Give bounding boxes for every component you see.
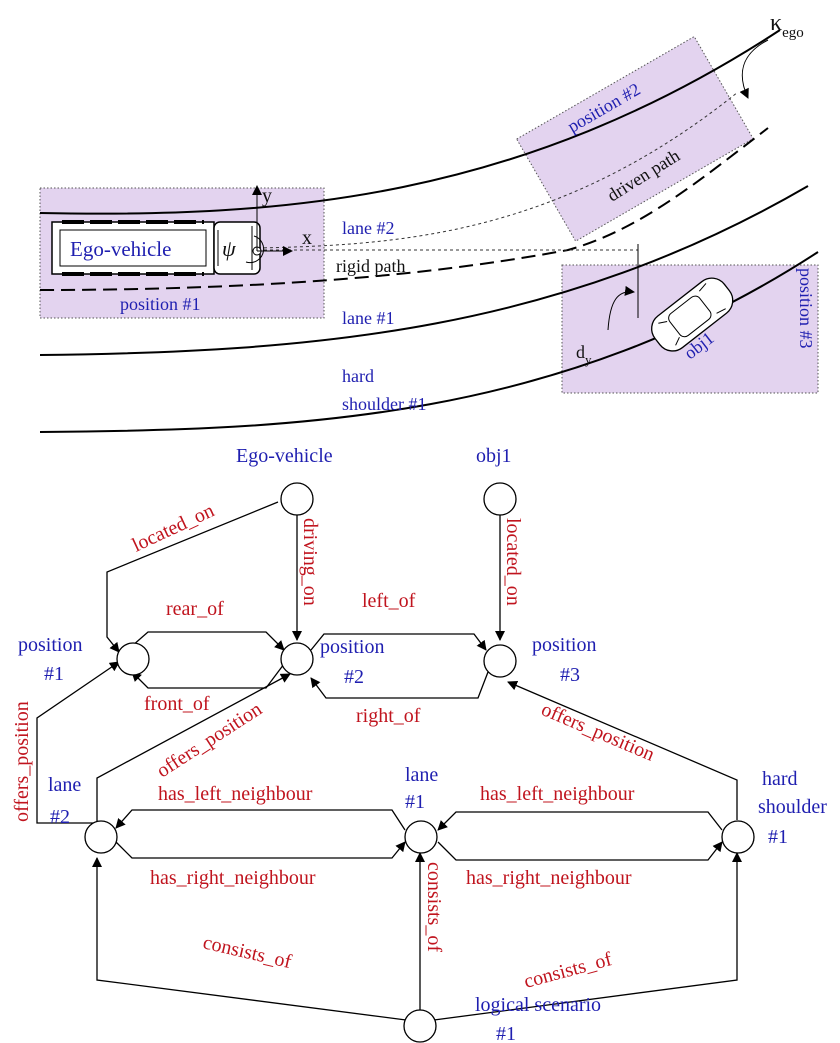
axis-x-label: x: [302, 227, 312, 249]
ego-vehicle-shape: [51, 220, 261, 276]
label-lane-1b: #1: [405, 791, 425, 813]
label-consists-of-l2: consists_of: [201, 931, 294, 973]
label-has-left-neighbour-2: has_left_neighbour: [480, 783, 635, 805]
edge-has-left-neighbour-2: [437, 811, 723, 831]
edge-front-of: [131, 663, 285, 689]
edge-rear-of: [131, 631, 285, 651]
label-hard-shoulder-c: #1: [768, 826, 788, 848]
edge-offers-position-to-p2: [96, 673, 291, 826]
position-2-region: [515, 35, 754, 242]
edge-offers-position-l2: [36, 661, 120, 824]
label-offers-position-l2: offers_position: [11, 701, 33, 822]
label-position-2b: #2: [344, 666, 364, 688]
dy-arrow: [607, 285, 635, 331]
kappa-label: κego: [770, 10, 804, 41]
label-lane-1a: lane: [405, 764, 438, 786]
label-located-on-obj: located_on: [502, 518, 524, 606]
node-lane-2: [84, 820, 118, 854]
label-has-right-neighbour-2: has_right_neighbour: [466, 867, 632, 889]
label-lane-2b: #2: [50, 806, 70, 828]
psi-label: ψ: [222, 236, 236, 261]
label-rear-of: rear_of: [166, 598, 224, 620]
label-logical-scenario-a: logical scenario: [475, 994, 601, 1016]
dy-label: dy: [576, 342, 592, 367]
label-position-3b: #3: [560, 664, 580, 686]
label-hard-shoulder-a: hard: [762, 768, 798, 790]
hard-shoulder-label-2: shoulder #1: [342, 394, 427, 414]
label-left-of: left_of: [362, 590, 416, 612]
node-position-1: [116, 642, 150, 676]
label-has-right-neighbour-1: has_right_neighbour: [150, 867, 316, 889]
edge-offers-position-hs: [507, 680, 738, 820]
edge-consists-of-l2: [92, 857, 407, 1021]
label-located-on-ego: located_on: [129, 500, 218, 557]
lane-2-left-boundary: [39, 29, 781, 215]
label-front-of: front_of: [144, 693, 210, 715]
lane-2-right-boundary-dashed: [39, 127, 769, 291]
edge-has-right-neighbour-1: [115, 841, 406, 859]
driven-path: [257, 91, 739, 249]
position-3-label: position #3: [796, 268, 816, 349]
edge-right-of: [310, 671, 489, 699]
label-logical-scenario-b: #1: [496, 1023, 516, 1043]
label-right-of: right_of: [356, 705, 421, 727]
ego-vehicle-label: Ego-vehicle: [70, 237, 171, 261]
label-position-1b: #1: [44, 663, 64, 685]
edge-left-of: [310, 633, 487, 651]
edge-consists-of-hs: [433, 852, 742, 1021]
graph-edge-labels: located_on driving_on located_on rear_of…: [11, 500, 658, 993]
lane-1-label: lane #1: [342, 308, 394, 328]
road-scene: Ego-vehicle ψ x y κego position #1 posit…: [39, 10, 819, 433]
label-obj1: obj1: [476, 445, 512, 467]
scene-graph: [36, 482, 755, 1043]
label-consists-of-l1: consists_of: [423, 862, 445, 952]
edge-has-right-neighbour-2: [437, 841, 723, 861]
edge-has-left-neighbour-1: [115, 809, 406, 831]
label-position-3a: position: [532, 634, 596, 656]
node-ego-vehicle: [280, 482, 314, 516]
label-driving-on: driving_on: [299, 518, 321, 606]
label-ego-vehicle: Ego-vehicle: [236, 445, 333, 467]
node-position-3: [483, 644, 517, 678]
label-has-left-neighbour-1: has_left_neighbour: [158, 783, 313, 805]
node-hard-shoulder: [721, 820, 755, 854]
lane-1-right-boundary: [39, 185, 809, 356]
position-1-label: position #1: [120, 294, 201, 314]
label-offers-position-hs: offers_position: [538, 698, 658, 765]
node-logical-scenario: [403, 1009, 437, 1043]
node-position-2: [280, 642, 314, 676]
label-position-2a: position: [320, 636, 384, 658]
kappa-arrow: [739, 39, 769, 99]
node-lane-1: [404, 820, 438, 854]
rigid-path-label: rigid path: [336, 256, 406, 276]
obj1-car-shape: [651, 277, 734, 352]
label-position-1a: position: [18, 634, 82, 656]
lane-2-label: lane #2: [342, 218, 394, 238]
label-hard-shoulder-b: shoulder: [758, 796, 827, 818]
edge-located-on-ego: [106, 501, 279, 653]
graph-node-labels: Ego-vehicle obj1 position #1 position #2…: [18, 445, 827, 1043]
label-consists-of-hs: consists_of: [522, 948, 615, 993]
axis-y-label: y: [262, 185, 272, 207]
hard-shoulder-label-1: hard: [342, 366, 374, 386]
node-obj1: [483, 482, 517, 516]
heading-arc: [245, 235, 265, 264]
label-lane-2a: lane: [48, 774, 81, 796]
